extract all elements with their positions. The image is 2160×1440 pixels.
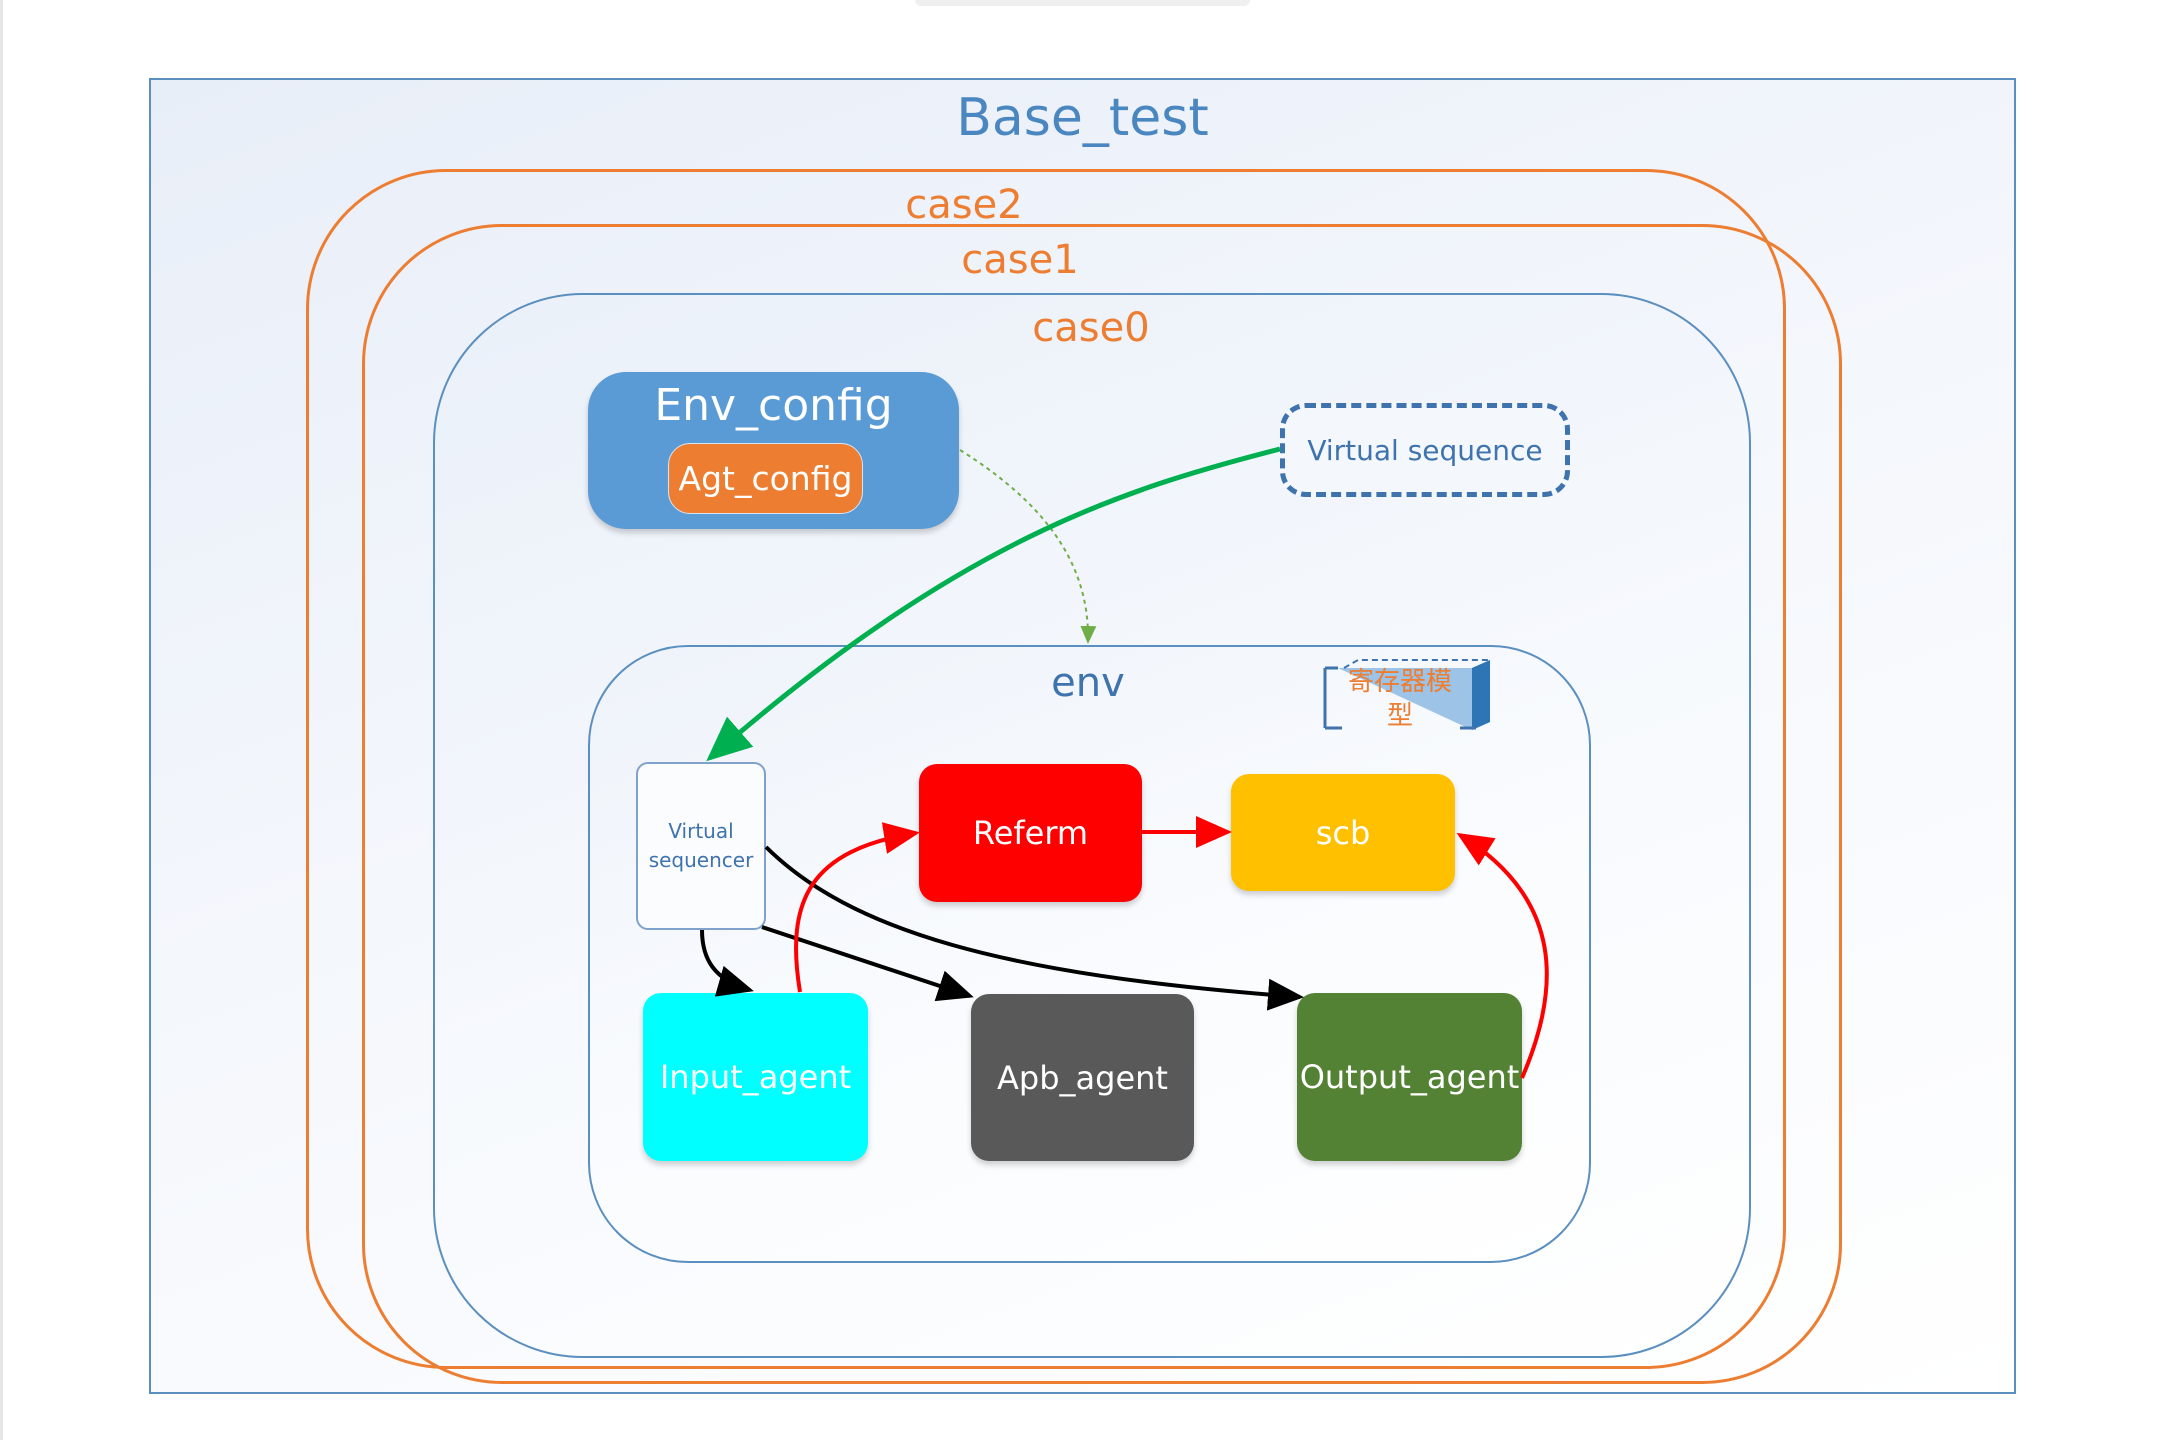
case0-label: case0 xyxy=(1032,305,1150,351)
output-to-scb-arrow xyxy=(1456,832,1549,1079)
top-tab xyxy=(915,0,1250,6)
vseq-to-vsequencer-arrow xyxy=(706,446,1281,762)
env-config-label: Env_config xyxy=(654,380,893,431)
vsequencer-to-output-arrow xyxy=(764,845,1304,1011)
case1-label: case1 xyxy=(961,237,1079,283)
case1-frame xyxy=(362,224,1842,1384)
input-to-referm-arrow xyxy=(794,822,920,993)
vsequencer-to-input-arrow xyxy=(700,929,754,997)
case2-frame xyxy=(306,169,1786,1369)
env-label: env xyxy=(1051,660,1125,706)
virtual-sequence-box: Virtual sequence xyxy=(1280,403,1570,497)
apb-agent-box: Apb_agent xyxy=(971,994,1194,1161)
virtual-sequencer-line1: Virtual xyxy=(668,819,734,843)
virtual-sequencer-box: Virtual sequencer xyxy=(636,762,766,930)
referm-box: Referm xyxy=(919,764,1142,902)
case2-label: case2 xyxy=(905,182,1023,228)
virtual-sequencer-line2: sequencer xyxy=(648,848,754,872)
base-test-title: Base_test xyxy=(956,88,1209,148)
agt-config-box: Agt_config xyxy=(668,443,863,514)
page-edge xyxy=(0,0,3,1440)
vsequencer-to-apb-arrow xyxy=(761,925,974,1002)
input-agent-box: Input_agent xyxy=(643,993,868,1161)
register-model-line2: 型 xyxy=(1386,701,1413,731)
scb-box: scb xyxy=(1231,774,1455,891)
register-model-label: 寄存器模 型 xyxy=(1318,665,1482,733)
output-agent-box: Output_agent xyxy=(1297,993,1522,1161)
config-to-env-arrow xyxy=(959,449,1097,644)
register-model-line1: 寄存器模 xyxy=(1347,667,1452,697)
